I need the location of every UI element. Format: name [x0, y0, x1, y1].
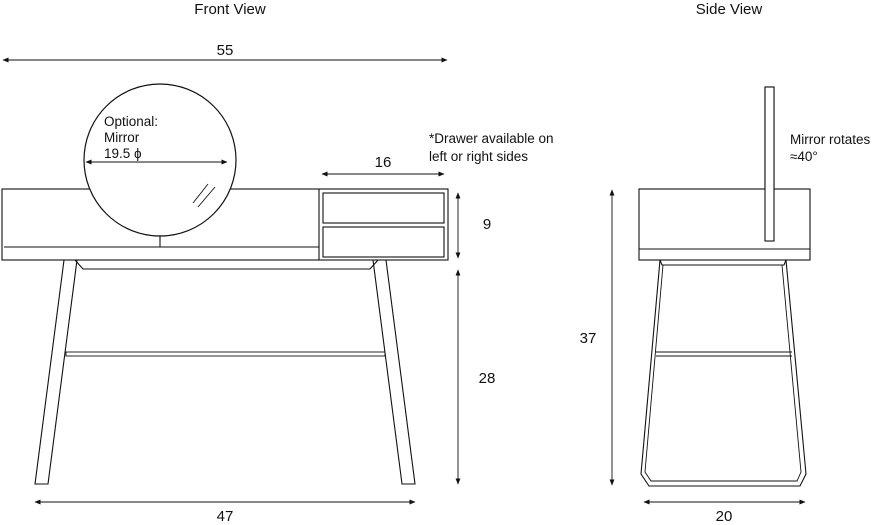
mirror-glare-line-1	[192, 183, 209, 204]
leg-height-label: 28	[479, 370, 496, 387]
rotate-note-line1: Mirror rotates	[790, 132, 871, 147]
mirror-note-line2: Mirror	[104, 130, 140, 145]
side-frame-inner	[644, 264, 802, 482]
front-rail	[73, 259, 380, 270]
side-mirror-post-front	[764, 86, 775, 242]
drawer-note-line1: *Drawer available on	[429, 131, 554, 146]
drawer-lower	[322, 226, 445, 258]
rotate-note-line2: ≈40°	[790, 149, 818, 164]
mirror-glare-line-2	[197, 186, 216, 208]
front-view-title: Front View	[194, 1, 266, 18]
drawer-upper	[322, 192, 445, 224]
total-height-label: 37	[580, 330, 597, 347]
depth-label: 20	[716, 508, 733, 525]
drawer-height-label: 9	[483, 216, 491, 233]
side-view: Mirror rotates ≈40° 37 20	[580, 86, 871, 525]
drawer-width-label: 16	[375, 154, 392, 171]
front-view: 55 Optional: Mirror 19.5 ϕ *Drawer avail…	[1, 42, 554, 525]
overall-width-label: 55	[217, 42, 234, 59]
base-width-label: 47	[217, 508, 234, 525]
mirror-diameter-label: 19.5 ϕ	[104, 146, 142, 161]
side-rail	[659, 259, 787, 266]
front-leg-left	[34, 259, 78, 485]
front-leg-right	[372, 259, 416, 485]
drawer-note-line2: left or right sides	[429, 149, 528, 164]
mirror-note-line1: Optional:	[104, 114, 158, 129]
front-stretcher	[65, 351, 386, 357]
side-view-title: Side View	[696, 1, 763, 18]
side-frame-outer	[640, 259, 807, 487]
